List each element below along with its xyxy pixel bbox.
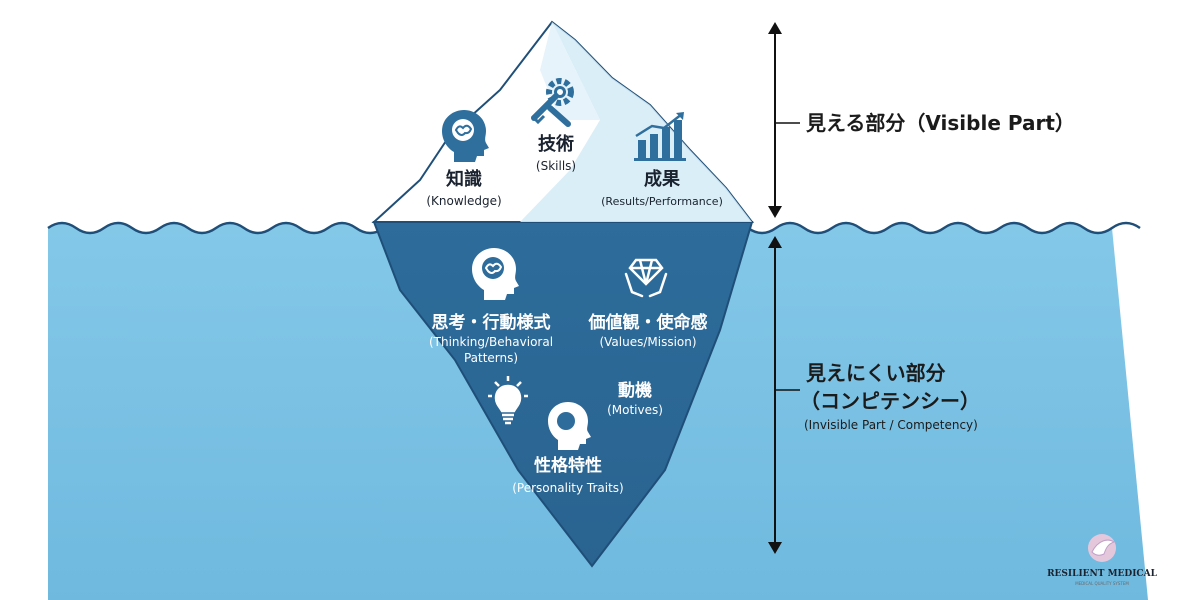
- invisible-item-thinking-jp: 思考・行動様式: [432, 312, 551, 333]
- invisible-item-values-en: (Values/Mission): [599, 335, 696, 349]
- invisible-part-subtitle: (Invisible Part / Competency): [804, 418, 978, 432]
- gears-icon: [530, 78, 574, 127]
- visible-range-arrow: [768, 22, 782, 218]
- iceberg-underwater: [372, 221, 754, 568]
- invisible-item-values-jp: 価値観・使命感: [588, 312, 708, 333]
- invisible-range-arrow: [768, 236, 782, 554]
- visible-item-skills-jp: 技術: [538, 133, 574, 155]
- invisible-item-personality-en: (Personality Traits): [512, 481, 623, 495]
- head-silhouette-icon: [548, 402, 591, 450]
- visible-item-knowledge-jp: 知識: [446, 168, 482, 190]
- dove-logo-icon: [1088, 534, 1116, 562]
- invisible-item-motives-jp: 動機: [618, 380, 652, 401]
- visible-item-results-jp: 成果: [644, 168, 681, 190]
- brain-head-icon: [472, 248, 519, 300]
- invisible-part-title-line2: （コンピテンシー）: [800, 389, 980, 413]
- logo-name: RESILIENT MEDICAL: [1047, 569, 1157, 579]
- growth-chart-icon: [634, 112, 686, 161]
- invisible-item-personality-jp: 性格特性: [534, 455, 602, 476]
- invisible-part-title-line1: 見えにくい部分: [806, 361, 946, 385]
- invisible-item-motives-en: (Motives): [607, 403, 663, 417]
- iceberg-shade: [520, 22, 752, 222]
- head-brain-icon: [442, 110, 489, 162]
- diamond-hands-icon: [624, 258, 668, 298]
- visible-item-skills-en: (Skills): [536, 159, 576, 173]
- visible-item-knowledge-en: (Knowledge): [426, 194, 501, 208]
- visible-item-results-en: (Results/Performance): [601, 195, 723, 208]
- logo-tagline: MEDICAL QUALITY SYSTEM: [1075, 581, 1129, 586]
- lightbulb-icon: [488, 376, 528, 425]
- visible-part-title: 見える部分（Visible Part）: [806, 111, 1075, 135]
- invisible-item-thinking-en-1: (Thinking/Behavioral: [429, 335, 553, 349]
- invisible-item-thinking-en-2: Patterns): [464, 351, 518, 365]
